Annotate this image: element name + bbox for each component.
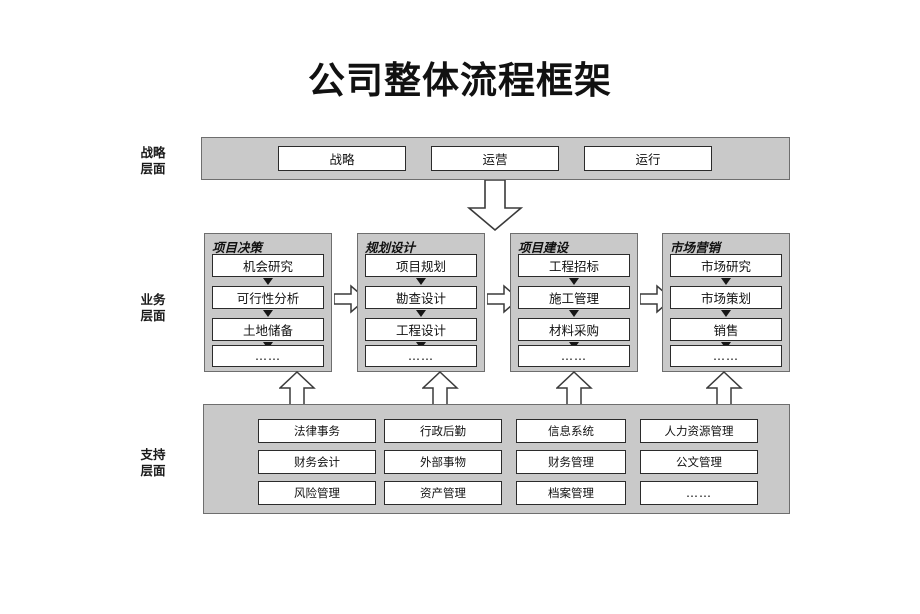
business-step-4-1[interactable]: 市场研究 (670, 254, 782, 277)
ellipsis-4: …… (713, 349, 739, 363)
layer-label-support-line1: 支持 (140, 447, 166, 462)
up-block-arrow-3 (556, 371, 593, 407)
support-item-1-3[interactable]: 风险管理 (258, 481, 376, 505)
business-step-2-2[interactable]: 勘查设计 (365, 286, 477, 309)
business-column-header-3: 项目建设 (518, 240, 569, 255)
business-step-2-3[interactable]: 工程设计 (365, 318, 477, 341)
business-step-3-3[interactable]: 材料采购 (518, 318, 630, 341)
ellipsis-5: …… (686, 486, 712, 500)
business-step-1-3[interactable]: 土地储备 (212, 318, 324, 341)
support-item-1-2[interactable]: 财务会计 (258, 450, 376, 474)
support-item-3-3[interactable]: 档案管理 (516, 481, 626, 505)
up-block-arrow-2 (422, 371, 459, 407)
up-block-arrow-4 (706, 371, 743, 407)
ellipsis-3: …… (561, 349, 587, 363)
business-step-1-4[interactable]: …… (212, 345, 324, 367)
support-item-4-3[interactable]: …… (640, 481, 758, 505)
layer-label-strategy-line1: 战略 (140, 145, 166, 160)
layer-label-support: 支持 层面 (118, 447, 188, 479)
business-step-4-4[interactable]: …… (670, 345, 782, 367)
up-block-arrow-1 (279, 371, 316, 407)
business-step-3-1[interactable]: 工程招标 (518, 254, 630, 277)
layer-label-strategy-line2: 层面 (140, 161, 166, 176)
flow-triangle-icon-2-2 (416, 310, 426, 317)
business-step-1-2[interactable]: 可行性分析 (212, 286, 324, 309)
support-item-4-2[interactable]: 公文管理 (640, 450, 758, 474)
support-item-1-1[interactable]: 法律事务 (258, 419, 376, 443)
down-block-arrow-strategy-to-business (466, 180, 524, 232)
flow-triangle-icon-2-1 (416, 278, 426, 285)
flow-triangle-icon-3-1 (569, 278, 579, 285)
flow-triangle-icon-4-1 (721, 278, 731, 285)
support-item-2-1[interactable]: 行政后勤 (384, 419, 502, 443)
business-step-4-3[interactable]: 销售 (670, 318, 782, 341)
strategy-box-1[interactable]: 战略 (278, 146, 406, 171)
business-step-1-1[interactable]: 机会研究 (212, 254, 324, 277)
business-step-3-4[interactable]: …… (518, 345, 630, 367)
layer-label-business-line2: 层面 (140, 308, 166, 323)
layer-label-strategy: 战略 层面 (118, 145, 188, 177)
ellipsis-1: …… (255, 349, 281, 363)
support-item-2-2[interactable]: 外部事物 (384, 450, 502, 474)
strategy-box-3[interactable]: 运行 (584, 146, 712, 171)
flow-triangle-icon-1-2 (263, 310, 273, 317)
ellipsis-2: …… (408, 349, 434, 363)
business-column-header-1: 项目决策 (212, 240, 263, 255)
support-item-2-3[interactable]: 资产管理 (384, 481, 502, 505)
page-title: 公司整体流程框架 (308, 58, 612, 102)
layer-label-support-line2: 层面 (140, 463, 166, 478)
strategy-box-2[interactable]: 运营 (431, 146, 559, 171)
support-item-3-1[interactable]: 信息系统 (516, 419, 626, 443)
flow-triangle-icon-3-2 (569, 310, 579, 317)
flow-triangle-icon-4-2 (721, 310, 731, 317)
business-column-header-4: 市场营销 (670, 240, 721, 255)
business-step-4-2[interactable]: 市场策划 (670, 286, 782, 309)
business-step-2-1[interactable]: 项目规划 (365, 254, 477, 277)
business-column-header-2: 规划设计 (365, 240, 416, 255)
business-step-3-2[interactable]: 施工管理 (518, 286, 630, 309)
support-item-4-1[interactable]: 人力资源管理 (640, 419, 758, 443)
flow-triangle-icon-1-1 (263, 278, 273, 285)
layer-label-business-line1: 业务 (140, 292, 166, 307)
business-step-2-4[interactable]: …… (365, 345, 477, 367)
support-item-3-2[interactable]: 财务管理 (516, 450, 626, 474)
layer-label-business: 业务 层面 (118, 292, 188, 324)
